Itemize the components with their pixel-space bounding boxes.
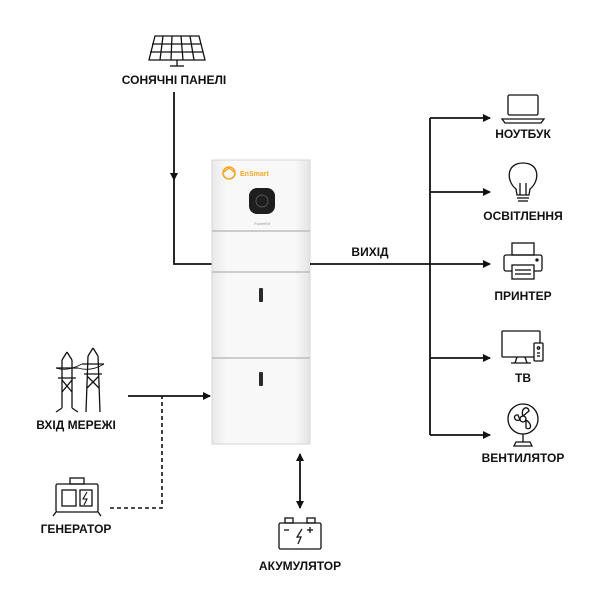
generator-dashed-connector [110, 396, 163, 509]
solar-to-device-line [173, 180, 214, 265]
grid-label: ВХІД МЕРЕЖІ [36, 418, 116, 432]
lightbulb-icon [508, 162, 538, 202]
printer-icon [503, 242, 543, 280]
battery-icon [278, 517, 322, 550]
load-label-laptop: НОУТБУК [495, 127, 551, 141]
laptop-icon [500, 94, 546, 124]
energy-storage-cabinet: EnSmart PowerKit [211, 159, 311, 445]
load-label-printer: ПРИНТЕР [494, 289, 551, 303]
load-label-tv: ТВ [515, 371, 531, 385]
model-name: PowerKit [254, 221, 271, 226]
battery-module-indicator [259, 372, 263, 386]
power-tower-icon [55, 347, 105, 413]
battery-label: АКУМУЛЯТОР [259, 559, 341, 573]
inverter-display-icon [249, 188, 275, 214]
load-label-lighting: ОСВІТЛЕННЯ [483, 209, 562, 223]
fan-icon [507, 403, 539, 447]
battery-module-indicator [259, 288, 263, 302]
tv-icon [501, 330, 544, 364]
generator-label: ГЕНЕРАТОР [41, 522, 112, 536]
solar-panel-icon [148, 35, 206, 67]
load-label-fan: ВЕНТИЛЯТОР [482, 451, 565, 465]
solar-label: СОНЯЧНІ ПАНЕЛІ [122, 73, 226, 87]
brand-logo-icon [222, 166, 236, 180]
generator-icon [52, 477, 102, 517]
output-label: ВИХІД [351, 245, 389, 259]
brand-name: EnSmart [240, 171, 269, 178]
